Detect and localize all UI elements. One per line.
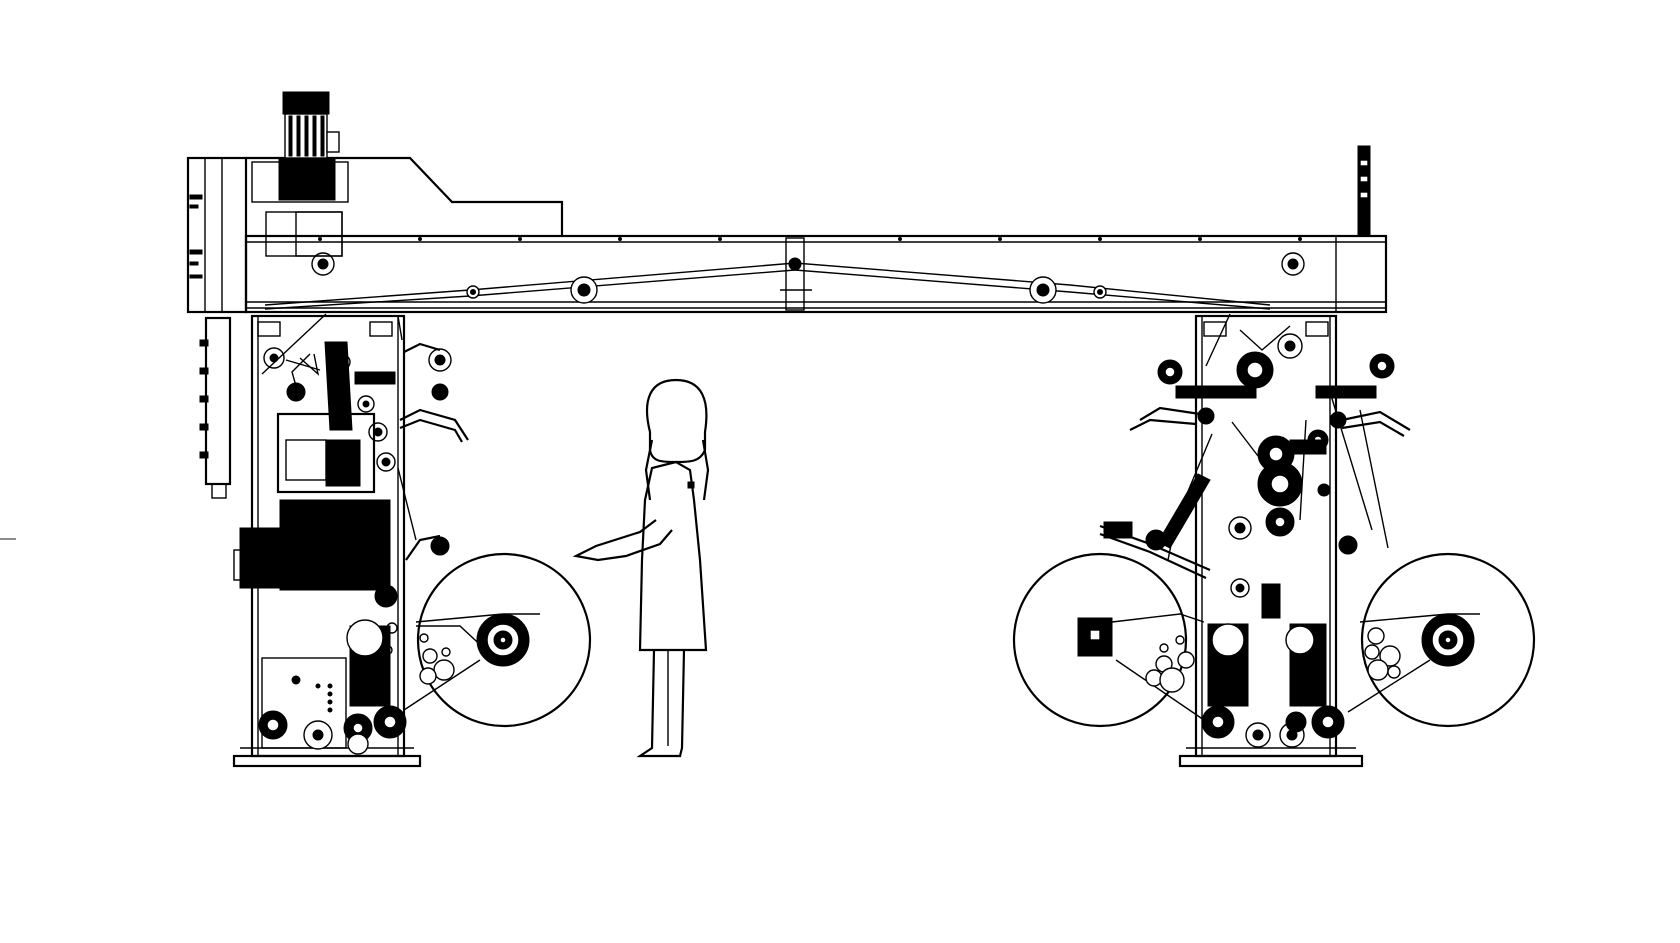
right-rewind-reel-b [1347, 552, 1536, 728]
motor [278, 91, 340, 201]
right-station-rollers [1145, 333, 1395, 598]
left-drive-housing [186, 156, 564, 314]
left-guide-arms [399, 342, 469, 561]
left-web-path [261, 313, 417, 541]
top-beam [244, 234, 1388, 314]
left-control-panel [199, 316, 232, 499]
right-web-path [1167, 313, 1389, 561]
right-lower-drives [1201, 623, 1345, 748]
operator-figure [572, 378, 710, 758]
beam-rollers [311, 252, 1305, 304]
left-unwind-reel [403, 552, 592, 728]
right-rewind-reel-a [1012, 552, 1205, 728]
left-coating-unit [233, 341, 396, 591]
left-lower-drive [258, 619, 407, 755]
right-tension-arms [1099, 385, 1411, 619]
